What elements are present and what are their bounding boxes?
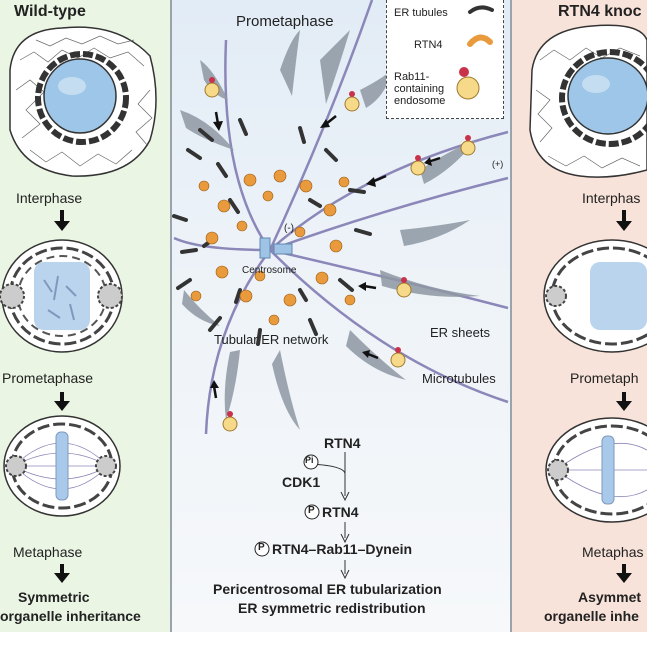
tubular-er-label: Tubular ER network [214,332,329,347]
legend-rtn4: RTN4 [414,39,443,51]
minus-end-label: (-) [284,223,294,234]
pathway-step1: RTN4 [324,435,361,451]
right-stage-prometaphase: Prometaph [570,370,639,386]
metaphase-cell-left [3,415,121,517]
legend-rab11-line1: Rab11- [394,71,430,83]
left-divider [170,0,172,632]
right-stage-interphase: Interphas [582,190,641,206]
prometaphase-cell-left [0,239,123,353]
stage-label-metaphase: Metaphase [13,544,83,560]
mechanism-stage-title: Prometaphase [236,13,334,30]
pathway-step2: RTN4 [322,504,359,520]
centrosome [259,237,293,259]
tubular-er-fragments [172,118,372,346]
left-outcome-line2: organelle inheritance [0,608,141,624]
legend-box [386,0,504,119]
left-panel-title: Wild-type [14,3,86,20]
right-panel-title: RTN4 knoc [558,3,642,20]
pi-symbol: Pi [305,455,314,465]
left-outcome-line1: Symmetric [18,589,90,605]
right-outcome-line1: Asymmet [578,589,642,605]
pathway-outcome-line2: ER symmetric redistribution [238,600,426,616]
pathway-kinase: CDK1 [282,474,321,490]
legend-rab11-line3: endosome [394,95,446,107]
centrosome-label: Centrosome [242,265,297,276]
legend-rab11-line2: containing [394,83,445,95]
right-stage-metaphase: Metaphas [582,544,644,560]
interphase-cell-right [529,24,647,178]
right-outcome-line2: organelle inhe [544,608,639,624]
plus-end-label: (+) [492,159,504,169]
phospho-symbol-1: P [308,505,315,516]
er-sheets-label: ER sheets [430,325,490,340]
er-sheets [180,30,480,430]
rtn4-clusters [190,169,356,326]
prometaphase-cell-right [543,239,647,353]
stage-label-interphase: Interphase [16,190,83,206]
phospho-symbol-2: P [258,542,265,553]
right-divider [510,0,512,632]
microtubules-label: Microtubules [422,371,496,386]
pathway-outcome-line1: Pericentrosomal ER tubularization [213,581,442,597]
pathway-step3: RTN4–Rab11–Dynein [272,541,413,557]
metaphase-cell-right [545,417,647,523]
legend-er-tubules: ER tubules [394,7,448,19]
incoming-endosomes [204,77,476,432]
interphase-cell-left [9,26,157,177]
stage-label-prometaphase: Prometaphase [2,370,94,386]
